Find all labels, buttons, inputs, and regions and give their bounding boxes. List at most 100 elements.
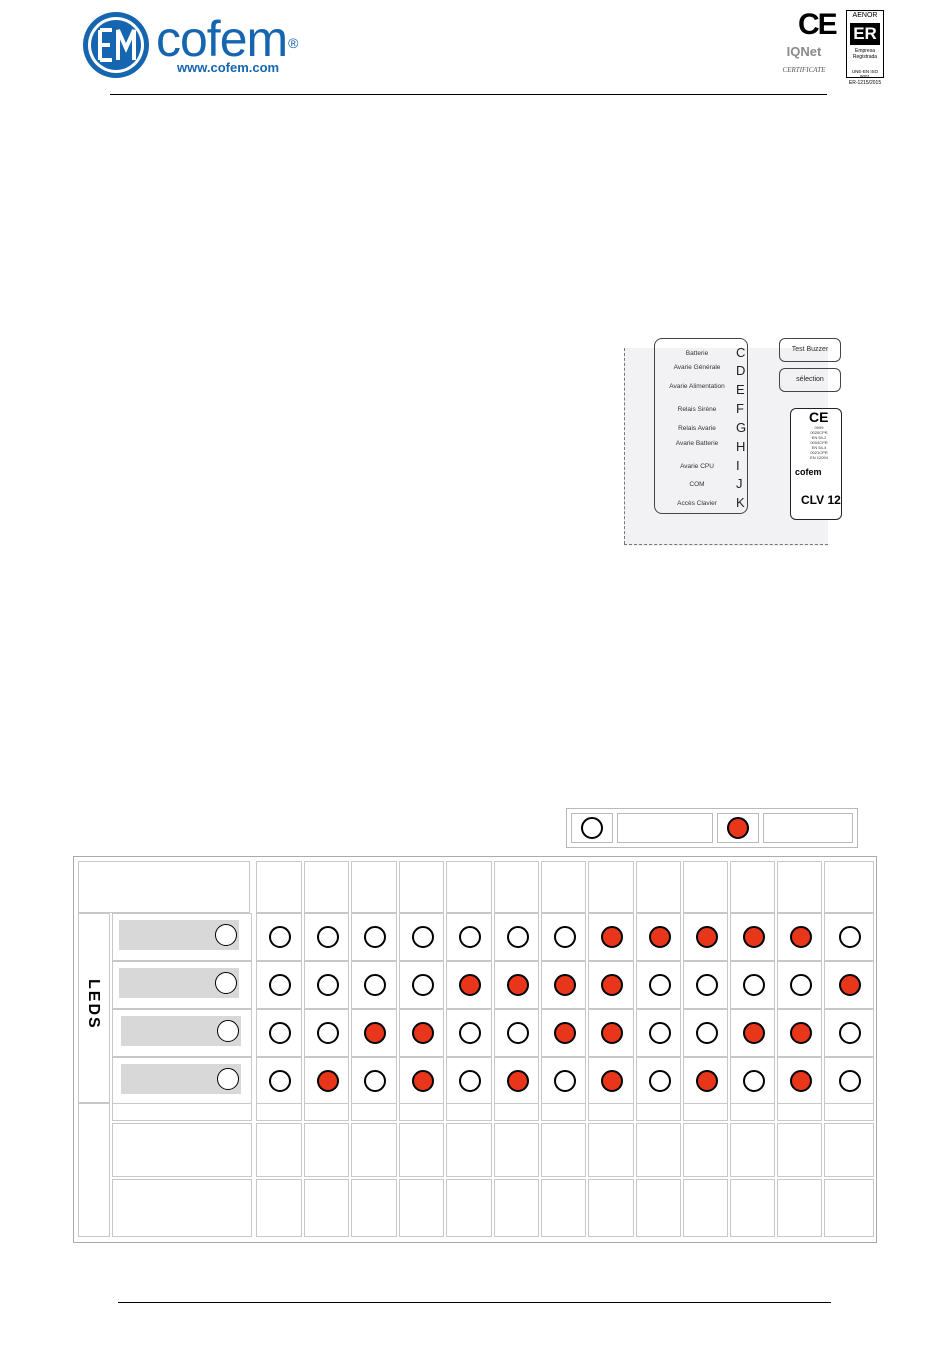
brand-url[interactable]: www.cofem.com — [177, 60, 280, 75]
empty-cell — [446, 1179, 492, 1237]
led-cell — [494, 961, 539, 1009]
led-off — [459, 1022, 481, 1044]
empty-cell — [256, 1103, 302, 1121]
panel-row-label: Accès Clavier — [677, 500, 717, 507]
led-cell — [777, 913, 822, 961]
panel-row-letter: G — [736, 420, 747, 435]
led-off — [507, 926, 529, 948]
panel-row-letter: K — [736, 495, 745, 510]
empty-cell — [683, 1123, 728, 1177]
panel-row-letter: D — [736, 363, 746, 378]
led-off — [317, 926, 339, 948]
empty-cell — [683, 1103, 728, 1121]
empty-cell — [351, 1103, 397, 1121]
led-cell — [399, 1057, 444, 1105]
led-row-label-cell — [112, 1057, 252, 1105]
plate-model: CLV 12 — [801, 493, 841, 507]
led-on — [839, 974, 861, 996]
iqnet-certificate: CERTIFICATE — [782, 66, 826, 74]
led-cell — [683, 1009, 728, 1057]
led-cell — [446, 1057, 492, 1105]
legend-led-off — [581, 817, 603, 839]
led-row-label-box — [121, 1064, 241, 1094]
empty-cell — [824, 1103, 874, 1121]
led-off — [839, 1070, 861, 1092]
table-header-cell — [541, 861, 586, 913]
led-on — [507, 974, 529, 996]
empty-row-label-cell — [112, 1123, 252, 1177]
panel-row-label: Relais Sirène — [677, 406, 717, 413]
empty-cell — [588, 1179, 634, 1237]
led-row-label-box — [119, 920, 239, 950]
led-off — [269, 1070, 291, 1092]
led-on — [554, 1022, 576, 1044]
led-row-indicator — [217, 1068, 239, 1090]
panel-dash-left — [624, 348, 625, 544]
led-off — [696, 1022, 718, 1044]
led-on — [554, 974, 576, 996]
legend-off-cell — [571, 813, 613, 843]
led-on — [412, 1022, 434, 1044]
led-on — [601, 926, 623, 948]
iqnet-logo: IQNet CERTIFICATE — [768, 44, 840, 80]
empty-row-label-cell — [112, 1103, 252, 1121]
led-cell — [541, 1009, 586, 1057]
led-cell — [351, 913, 397, 961]
led-off — [364, 926, 386, 948]
table-header-cell — [777, 861, 822, 913]
panel-row-label: Batterie — [685, 350, 709, 357]
led-cell — [824, 1009, 874, 1057]
led-off — [269, 926, 291, 948]
led-cell — [399, 913, 444, 961]
empty-cell — [399, 1103, 444, 1121]
led-row-indicator — [217, 1020, 239, 1042]
led-cell — [256, 961, 302, 1009]
led-cell — [351, 1057, 397, 1105]
led-cell — [494, 1057, 539, 1105]
led-cell — [683, 961, 728, 1009]
led-cell — [636, 913, 681, 961]
led-row-label-box — [119, 968, 239, 998]
panel-row: Relais Avarie G — [658, 420, 768, 438]
led-on — [743, 1022, 765, 1044]
led-cell — [636, 961, 681, 1009]
led-cell — [588, 1057, 634, 1105]
led-cell — [446, 1009, 492, 1057]
led-row-label-box — [121, 1016, 241, 1046]
aenor-sub: Empresa Registrada — [852, 48, 878, 60]
empty-cell — [304, 1123, 349, 1177]
leds-group-cell — [78, 913, 110, 1103]
cofem-logo — [78, 10, 338, 80]
empty-cell — [588, 1123, 634, 1177]
empty-cell — [446, 1103, 492, 1121]
led-off — [459, 1070, 481, 1092]
led-on — [790, 926, 812, 948]
led-off — [269, 974, 291, 996]
led-off — [269, 1022, 291, 1044]
led-cell — [588, 1009, 634, 1057]
led-on — [649, 926, 671, 948]
empty-cell — [541, 1179, 586, 1237]
empty-cell — [541, 1123, 586, 1177]
empty-cell — [351, 1179, 397, 1237]
table-header-cell — [636, 861, 681, 913]
led-cell — [588, 961, 634, 1009]
led-row-label-cell — [112, 913, 252, 961]
led-cell — [494, 1009, 539, 1057]
table-header-cell — [399, 861, 444, 913]
test-buzzer-button: Test Buzzer — [779, 338, 841, 362]
panel-row-letter: C — [736, 345, 746, 360]
empty-cell — [636, 1103, 681, 1121]
panel-row-letter: I — [736, 458, 740, 473]
led-off — [649, 974, 671, 996]
led-row-label-cell — [112, 1009, 252, 1057]
panel-row-label: Relais Avarie — [678, 425, 716, 432]
led-cell — [304, 1057, 349, 1105]
panel-row-label: Avarie CPU — [680, 463, 714, 470]
aenor-logo: AENOR ER Empresa Registrada UNE-EN ISO 9… — [846, 10, 884, 79]
cofem-emblem-icon — [83, 12, 149, 78]
led-cell — [777, 961, 822, 1009]
